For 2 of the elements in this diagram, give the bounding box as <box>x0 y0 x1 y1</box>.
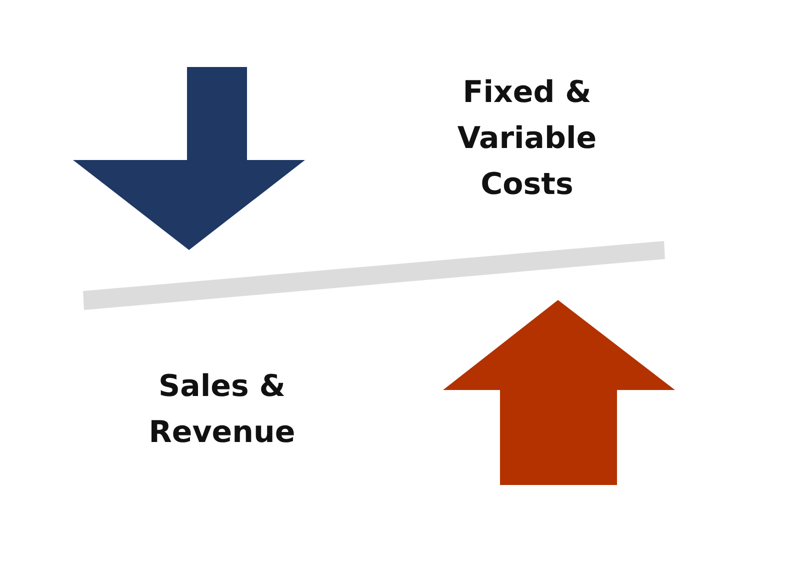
caption-text: Sales & Revenue <box>148 368 296 452</box>
caption-text: Fixed & Variable Costs <box>456 74 598 204</box>
